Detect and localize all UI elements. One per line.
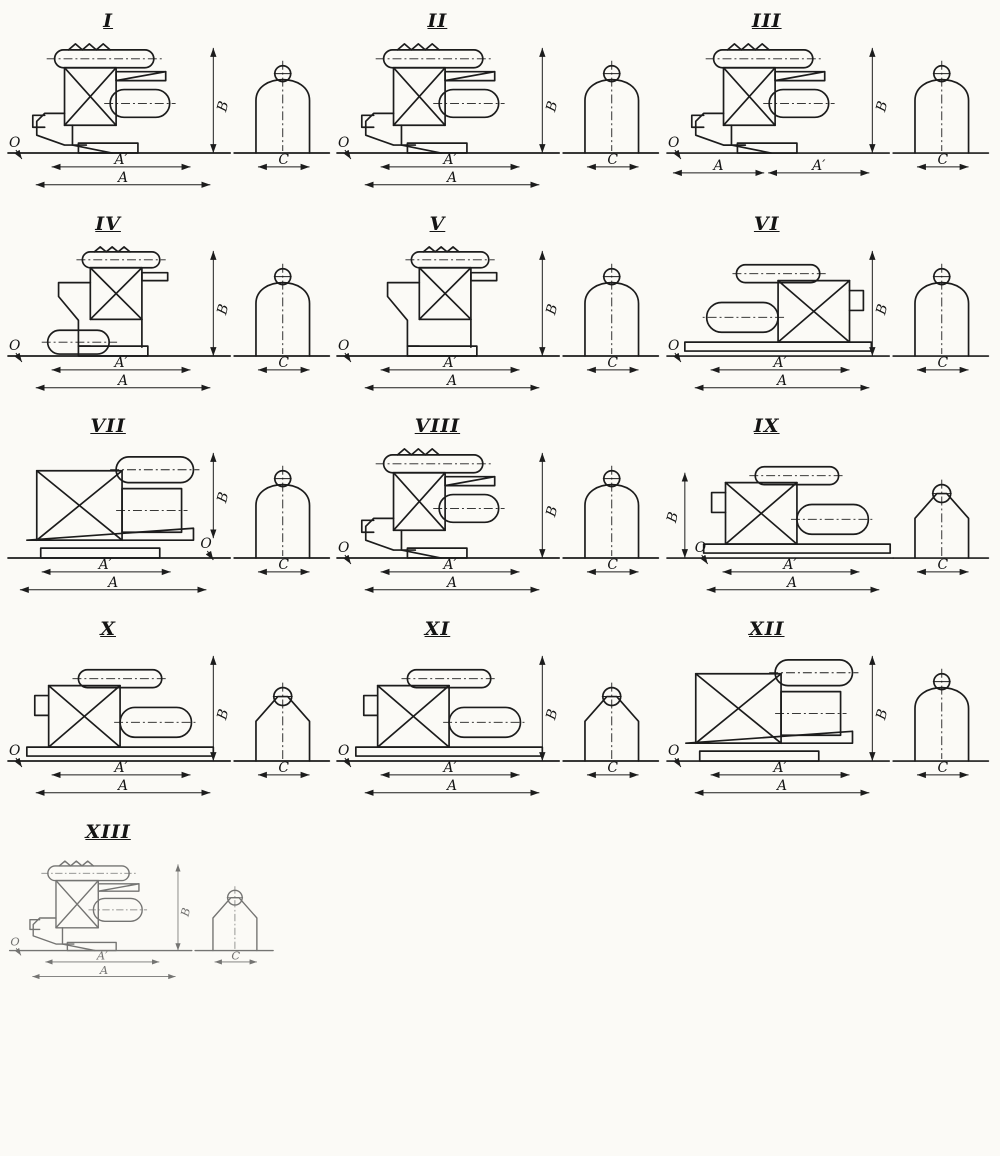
variant-12-numeral: XII — [748, 618, 785, 641]
variant-cell-1: I — [6, 10, 335, 195]
variants-grid: I II III — [6, 10, 1000, 1006]
variant-1-numeral: I — [103, 10, 114, 32]
variant-9-drawing — [664, 466, 994, 594]
front-view — [563, 466, 658, 573]
front-view — [893, 61, 988, 168]
front-view — [234, 683, 329, 776]
variant-8-drawing — [335, 448, 664, 600]
side-view — [355, 669, 544, 758]
side-view — [25, 669, 215, 758]
variant-10-numeral: X — [100, 618, 116, 641]
side-view — [387, 245, 498, 357]
front-view — [893, 480, 988, 573]
dimension-lines — [7, 453, 233, 594]
front-view — [234, 61, 329, 168]
variant-cell-6: VI — [665, 213, 994, 398]
variant-11-numeral: XI — [424, 618, 451, 641]
variant-10-drawing — [6, 642, 335, 803]
variant-4-numeral: IV — [95, 212, 121, 235]
front-view — [195, 886, 273, 962]
variant-9-numeral: IX — [753, 415, 780, 438]
side-view — [57, 245, 169, 357]
side-view — [361, 448, 506, 560]
variant-6-drawing — [665, 237, 994, 398]
variant-12-drawing — [665, 642, 994, 803]
front-view — [893, 263, 988, 370]
variant-2-numeral: II — [427, 10, 448, 32]
side-view — [361, 43, 506, 154]
side-view — [684, 659, 859, 762]
dimension-lines — [667, 251, 891, 389]
variant-cell-12: XII — [665, 618, 994, 803]
variant-cell-7: VII — [6, 415, 335, 600]
variant-cell-4: IV — [6, 213, 335, 398]
front-view — [563, 683, 658, 776]
dimension-lines — [667, 656, 891, 794]
variant-11-drawing — [335, 642, 664, 803]
front-view — [234, 466, 329, 573]
front-view — [563, 61, 658, 168]
variant-4-drawing — [6, 245, 335, 398]
side-view-drum — [41, 329, 118, 355]
side-view — [29, 860, 148, 952]
empty-cell — [335, 821, 664, 1006]
variant-13-drawing — [6, 860, 335, 1006]
variant-cell-9: IX — [664, 415, 994, 600]
side-view — [683, 263, 872, 352]
variant-5-numeral: V — [429, 212, 446, 235]
variant-cell-2: II — [335, 10, 664, 195]
variant-cell-10: X — [6, 618, 335, 803]
variant-cell-13: XIII — [6, 821, 335, 1006]
variant-6-numeral: VI — [753, 212, 780, 235]
variant-7-drawing — [7, 453, 335, 594]
side-view — [702, 466, 891, 555]
variant-cell-5: V — [335, 213, 664, 398]
variant-5-drawing — [335, 245, 664, 398]
front-view — [893, 669, 988, 776]
variant-2-drawing — [335, 43, 664, 195]
dimension-lines — [665, 47, 892, 177]
variant-cell-3: III — [665, 10, 994, 195]
variant-cell-11: XI — [335, 618, 664, 803]
variant-13-numeral: XIII — [85, 820, 131, 843]
variant-8-numeral: VIII — [414, 415, 461, 438]
variant-1-drawing — [6, 43, 335, 195]
dimension-lines — [664, 473, 894, 594]
side-view — [690, 43, 836, 154]
variant-3-drawing — [665, 43, 994, 177]
front-view — [234, 263, 329, 370]
variant-7-numeral: VII — [90, 415, 126, 438]
empty-cell — [665, 821, 994, 1006]
variant-cell-8: VIII — [335, 415, 664, 600]
variant-3-numeral: III — [751, 10, 782, 32]
front-view — [563, 263, 658, 370]
side-view — [25, 456, 201, 560]
side-view — [31, 43, 177, 154]
